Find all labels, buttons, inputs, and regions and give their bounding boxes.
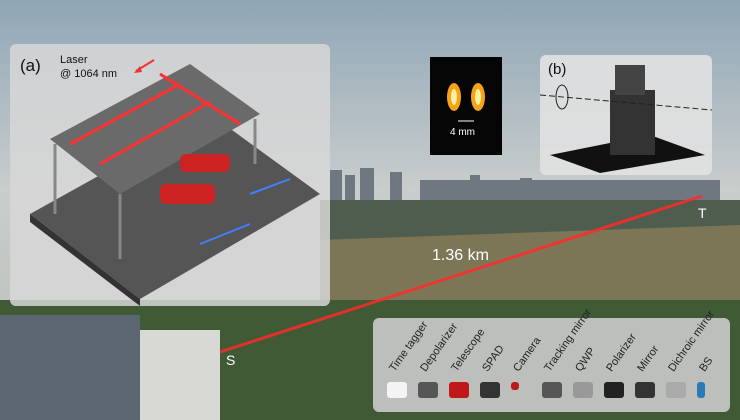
qwp-icon — [573, 382, 593, 398]
panel-a-setup: (a) Laser @ 1064 nm — [10, 44, 330, 306]
time-tagger-icon — [387, 382, 407, 398]
legend-label: Camera — [511, 335, 544, 374]
scale-label: 4 mm — [450, 127, 475, 138]
camera-icon — [511, 382, 519, 390]
beam-spot-inset: 4 mm — [430, 57, 502, 155]
tracking-mirror-icon — [542, 382, 562, 398]
sender-building — [0, 315, 140, 420]
legend-label: SPAD — [480, 343, 507, 374]
laser-beam — [219, 194, 703, 354]
laser-label: Laser — [60, 54, 88, 66]
distance-label: 1.36 km — [432, 247, 489, 264]
laser-wavelength: @ 1064 nm — [60, 68, 118, 80]
beam-spots — [447, 83, 485, 122]
laser-arrow-icon — [134, 59, 155, 73]
telescope-icon — [449, 382, 469, 398]
panel-a-label: (a) — [20, 56, 41, 75]
telescope-mount-drawing — [539, 65, 713, 173]
panel-b-telescope: (b) — [539, 55, 713, 175]
panel-b-label: (b) — [548, 61, 567, 78]
spad-icon — [480, 382, 500, 398]
depolarizer-icon — [418, 382, 438, 398]
legend-label: BS — [697, 355, 716, 374]
skyline — [330, 168, 720, 202]
legend-label: QWP — [573, 345, 599, 374]
target-label: T — [698, 205, 707, 221]
mirror-icon — [635, 382, 655, 398]
dichroic-mirror-icon — [666, 382, 686, 398]
optical-setup-drawing — [30, 64, 320, 306]
legend-label: Polarizer — [604, 331, 639, 374]
bs-icon — [697, 382, 705, 398]
polarizer-icon — [604, 382, 624, 398]
sender-label: S — [226, 352, 236, 368]
legend-label: Mirror — [635, 343, 662, 374]
